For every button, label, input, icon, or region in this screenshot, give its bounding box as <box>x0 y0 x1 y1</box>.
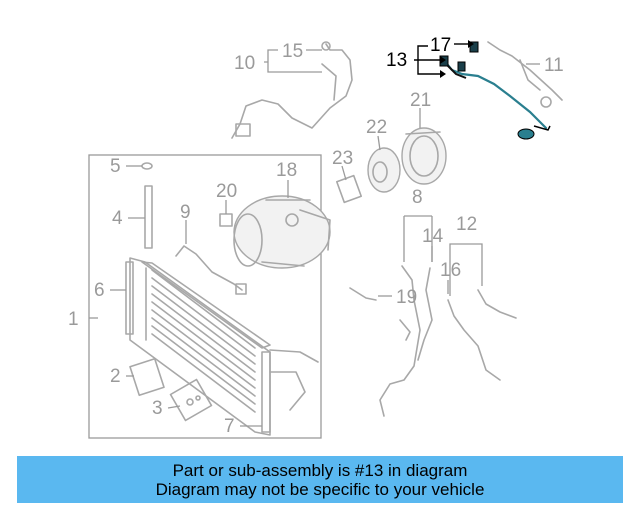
callout-7: 7 <box>224 416 235 437</box>
callout-8: 8 <box>412 187 423 208</box>
compressor <box>233 195 331 269</box>
callout-6: 6 <box>94 280 105 301</box>
banner-line-1: Part or sub-assembly is #13 in diagram <box>172 461 468 480</box>
pulley-21 <box>401 127 447 185</box>
bolt-19 <box>349 287 377 301</box>
bracket-3 <box>169 378 213 422</box>
bracket-2 <box>129 357 165 397</box>
hose-assembly-13 <box>439 41 551 140</box>
callout-11: 11 <box>544 55 564 76</box>
callout-1: 1 <box>68 309 79 330</box>
callout-12: 12 <box>456 214 477 235</box>
callout-2: 2 <box>110 366 121 387</box>
valve-20 <box>219 213 233 227</box>
receiver-drier <box>144 185 153 249</box>
line-12 <box>447 299 501 381</box>
callout-23: 23 <box>332 148 353 169</box>
callout-5: 5 <box>110 156 121 177</box>
callout-21: 21 <box>410 90 431 111</box>
callout-17: 17 <box>430 35 451 56</box>
callout-10: 10 <box>234 53 255 74</box>
callout-20: 20 <box>216 181 237 202</box>
line-8 <box>379 265 421 417</box>
coil-23 <box>335 174 363 204</box>
callout-4: 4 <box>112 208 123 229</box>
callout-15: 15 <box>282 41 303 62</box>
callout-19: 19 <box>396 287 417 308</box>
callout-13: 13 <box>386 50 407 71</box>
callout-16: 16 <box>440 260 461 281</box>
condenser-group-box <box>88 154 322 439</box>
parts-diagram: 1 2 3 4 5 6 7 8 9 10 11 12 13 14 15 16 1… <box>68 35 564 439</box>
hose-10 <box>231 43 353 139</box>
hose-9 <box>175 245 243 291</box>
banner-line-2: Diagram may not be specific to your vehi… <box>155 480 485 499</box>
clutch-22 <box>367 147 401 193</box>
callout-22: 22 <box>366 117 387 138</box>
info-banner: Part or sub-assembly is #13 in diagram D… <box>17 456 623 503</box>
callout-18: 18 <box>276 160 297 181</box>
callout-3: 3 <box>152 398 163 419</box>
callout-9: 9 <box>180 202 191 223</box>
callout-14: 14 <box>422 226 444 247</box>
condenser <box>125 257 319 436</box>
